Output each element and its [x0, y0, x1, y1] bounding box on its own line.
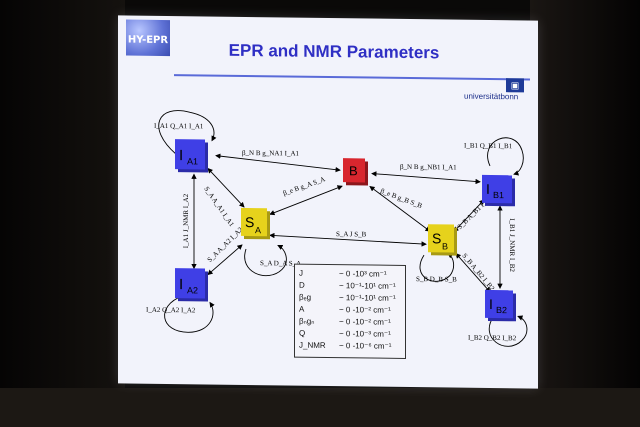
- room-floor: [0, 388, 640, 427]
- param-symbol: J: [299, 268, 303, 278]
- label-ib1-self: I_B1 Q_B1 I_B1: [464, 142, 513, 151]
- label-b-sa: β_e B g_A S_A: [282, 175, 326, 197]
- edge-b-sb: [369, 185, 431, 232]
- loop-ib1: [487, 137, 524, 176]
- edge-b-ib1: [371, 171, 481, 185]
- loop-sa: [244, 244, 287, 277]
- node-b-box: [343, 158, 365, 183]
- param-symbol: J_NMR: [299, 340, 326, 350]
- node-sa-box: [241, 207, 267, 237]
- param-value: ~ 0 -10⁻⁶ cm⁻¹: [339, 341, 392, 351]
- edge-sa-sb: [269, 232, 427, 247]
- projected-slide: HY-EPR EPR and NMR Parameters universitä…: [118, 15, 538, 389]
- loop-ia1: [158, 110, 217, 155]
- edge-sb-ib2: [455, 252, 491, 293]
- label-ia2-self: I_A2 Q_A2 I_A2: [146, 306, 196, 315]
- label-sa-self: S_A D_A S_A: [260, 259, 301, 268]
- svg-text:I: I: [486, 181, 490, 197]
- label-ia2-sa: S_A A_A2 I_A2: [206, 225, 245, 264]
- svg-text:S: S: [245, 214, 254, 230]
- node-ia2: I A2: [175, 268, 208, 302]
- param-symbol: Q: [299, 328, 306, 338]
- node-sb-box: [428, 224, 454, 253]
- param-row: D ~ 10⁻¹-10¹ cm⁻¹: [299, 281, 403, 293]
- node-ib1-box: [482, 174, 512, 204]
- node-sa: S A: [241, 207, 270, 240]
- label-ia1-self: I_A1 Q_A1 I_A1: [154, 122, 204, 131]
- label-sb-self: S_B D_B S_B: [416, 275, 457, 284]
- node-ia2-box: [175, 268, 205, 299]
- node-ib1: I B1: [482, 174, 515, 207]
- param-row: J_NMR ~ 0 -10⁻⁶ cm⁻¹: [299, 341, 403, 353]
- label-ib1-ib2: I_B1 J_NMR I_B2: [508, 218, 516, 272]
- param-symbol: βₙgₙ: [299, 316, 315, 326]
- edge-b-ia1: [215, 153, 341, 173]
- param-row: Q ~ 0 -10⁻³ cm⁻¹: [299, 329, 403, 341]
- loop-ib2: [488, 315, 528, 347]
- parameter-table: J ~ 0 -10³ cm⁻¹ D ~ 10⁻¹-10¹ cm⁻¹ βₑg ~ …: [294, 263, 406, 359]
- svg-text:I: I: [179, 276, 183, 293]
- edge-ia2-sa: [207, 244, 243, 276]
- label-b-ia1: β_N B g_NA1 I_A1: [242, 149, 300, 158]
- param-symbol: A: [299, 304, 305, 314]
- loop-ia2: [164, 295, 215, 333]
- svg-text:A: A: [255, 225, 261, 235]
- spin-coupling-diagram: I_A1 Q_A1 I_A1 I_A2 Q_A2 I_A2 S_A D_A S_…: [146, 110, 528, 347]
- room-background-right: [530, 0, 640, 427]
- loop-sb: [419, 252, 455, 282]
- param-value: ~ 0 -10⁻³ cm⁻¹: [339, 329, 391, 339]
- param-row: βₑg ~ 10⁻¹-10¹ cm⁻¹: [299, 293, 403, 305]
- param-symbol: βₑg: [299, 292, 312, 302]
- edge-ia1-sa: [207, 167, 245, 208]
- node-ib2: I B2: [485, 289, 516, 322]
- label-ia1-sa: S_A A_A1 I_A1: [202, 185, 236, 228]
- label-ia1-ia2: I_A1 J_NMR I_A2: [182, 193, 190, 248]
- svg-text:A1: A1: [187, 156, 198, 166]
- node-ia1: I A1: [175, 139, 208, 173]
- node-ib2-box: [485, 289, 513, 319]
- label-sb-ib2: S_B A_B2 I_B2: [460, 252, 496, 293]
- edge-sb-ib1: [453, 199, 485, 233]
- svg-text:B2: B2: [496, 305, 507, 315]
- node-b: B: [343, 158, 368, 186]
- edge-b-sa: [269, 185, 343, 216]
- svg-text:S: S: [432, 230, 441, 246]
- label-ib2-self: I_B2 Q_B2 I_B2: [468, 334, 517, 343]
- room-background-left: [0, 0, 125, 427]
- param-row: J ~ 0 -10³ cm⁻¹: [299, 269, 403, 281]
- param-symbol: D: [299, 280, 305, 290]
- svg-text:A2: A2: [187, 285, 198, 295]
- param-value: ~ 0 -10³ cm⁻¹: [339, 269, 387, 279]
- svg-text:B1: B1: [493, 190, 504, 200]
- svg-text:I: I: [489, 296, 493, 312]
- param-value: ~ 10⁻¹-10¹ cm⁻¹: [339, 293, 396, 303]
- param-value: ~ 0 -10⁻² cm⁻¹: [339, 317, 391, 327]
- label-b-ib1: β_N B g_NB1 I_A1: [400, 163, 457, 172]
- node-sb: S B: [428, 224, 457, 256]
- svg-text:I: I: [179, 147, 183, 164]
- svg-text:B: B: [349, 163, 358, 178]
- param-row: A ~ 0 -10⁻² cm⁻¹: [299, 305, 403, 317]
- param-value: ~ 0 -10⁻² cm⁻¹: [339, 305, 391, 315]
- param-row: βₙgₙ ~ 0 -10⁻² cm⁻¹: [299, 317, 403, 329]
- param-value: ~ 10⁻¹-10¹ cm⁻¹: [339, 281, 396, 291]
- node-ia1-box: [175, 139, 205, 170]
- svg-text:B: B: [442, 241, 448, 251]
- label-sa-sb: S_A J S_B: [336, 230, 367, 238]
